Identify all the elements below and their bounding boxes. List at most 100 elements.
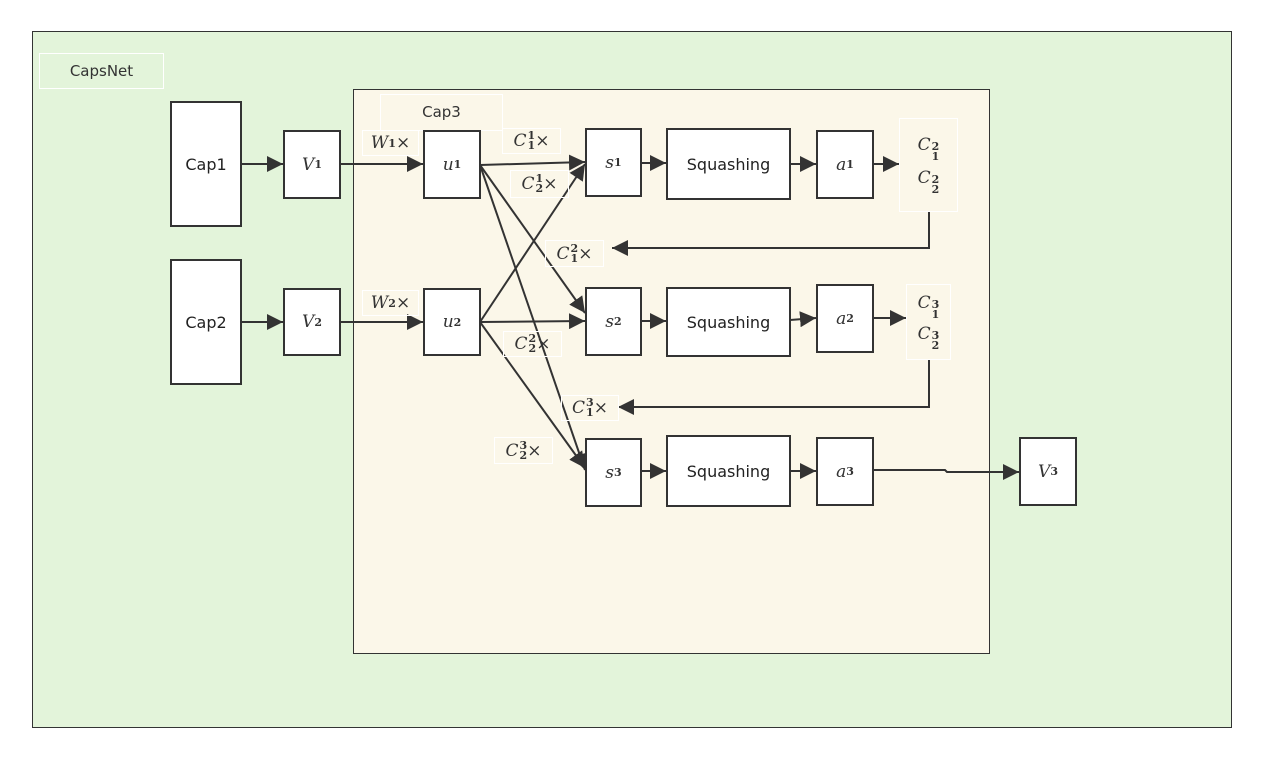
- u2-sub: 2: [453, 315, 462, 329]
- v3-base: V: [1038, 461, 1051, 482]
- s2-base: s: [605, 311, 615, 332]
- edge-u2-s3: [479, 321, 586, 469]
- v2-sub: 2: [314, 315, 322, 329]
- times-sign: ×: [527, 440, 542, 461]
- label-base: C: [514, 334, 528, 354]
- label-base: C: [505, 440, 519, 461]
- label-base: C: [572, 398, 586, 418]
- label-sup: 1: [535, 172, 544, 185]
- u1-sub: 1: [453, 158, 462, 171]
- squashing-node-1: Squashing: [666, 128, 791, 200]
- coef-base: C: [917, 168, 931, 188]
- coef-sub: 1: [931, 150, 940, 163]
- label-sub: 1: [388, 136, 396, 150]
- edge-u1-s1: [479, 154, 586, 171]
- v1-base: V: [302, 154, 315, 175]
- coef-base: C: [917, 293, 931, 313]
- coef-base: C: [917, 324, 931, 344]
- label-sub: 1: [586, 406, 594, 419]
- edge-u2-s1: [479, 163, 586, 323]
- coef-base: C: [917, 135, 931, 155]
- coef-sup: 3: [931, 329, 940, 342]
- u1-base: u: [442, 154, 454, 175]
- s3-sub: 3: [614, 466, 622, 479]
- label-sup: 3: [519, 438, 528, 452]
- coef-sub: 2: [931, 183, 940, 196]
- times-sign: ×: [395, 133, 411, 153]
- times-sign: ×: [536, 334, 551, 354]
- a2-sub: 2: [846, 312, 854, 325]
- coef-sub: 1: [931, 308, 940, 321]
- a3-sub: 3: [846, 465, 854, 478]
- times-sign: ×: [543, 174, 558, 194]
- times-sign: ×: [593, 398, 608, 418]
- times-sign: ×: [535, 131, 550, 151]
- times-sign: ×: [395, 293, 411, 313]
- edge-coef1-feedback: [612, 211, 930, 256]
- edge-u1-s2: [479, 164, 586, 314]
- edge-u1-s3: [479, 164, 588, 471]
- label-sub: 2: [535, 182, 544, 195]
- s1-sub: 1: [614, 156, 622, 169]
- squashing-node-2: Squashing: [666, 287, 791, 357]
- v2-base: V: [302, 312, 315, 332]
- label-sup: 2: [528, 332, 537, 345]
- coef-sub: 2: [931, 339, 940, 352]
- u2-base: u: [442, 312, 454, 332]
- label-sup: 3: [586, 396, 594, 409]
- a3-base: a: [836, 461, 847, 482]
- edge-a3-v3: [873, 464, 1019, 480]
- v3-sub: 3: [1050, 465, 1058, 478]
- coef-sup: 2: [931, 173, 940, 186]
- label-base: C: [556, 243, 570, 264]
- coef-sup: 2: [931, 140, 940, 153]
- label-sup: 1: [527, 129, 536, 142]
- label-sup: 2: [570, 241, 579, 255]
- capsnet-label: CapsNet: [39, 53, 164, 89]
- cap1-node: Cap1: [170, 101, 242, 227]
- label-sub: 2: [519, 448, 528, 462]
- edge-squash2-a2: [789, 311, 817, 328]
- label-base: C: [513, 131, 527, 151]
- label-sub: 2: [528, 342, 537, 355]
- a1-base: a: [836, 154, 847, 175]
- s2-sub: 2: [614, 315, 622, 328]
- label-base: W: [370, 293, 389, 313]
- label-base: C: [521, 174, 535, 194]
- label-sub: 1: [570, 251, 579, 265]
- cap2-node: Cap2: [170, 259, 242, 385]
- a2-base: a: [836, 308, 847, 329]
- s1-base: s: [605, 152, 615, 173]
- label-base: W: [370, 133, 389, 153]
- edge-coef2-feedback: [618, 359, 930, 415]
- label-sub: 2: [388, 296, 396, 310]
- coef-sup: 3: [931, 298, 940, 311]
- v1-sub: 1: [314, 158, 322, 171]
